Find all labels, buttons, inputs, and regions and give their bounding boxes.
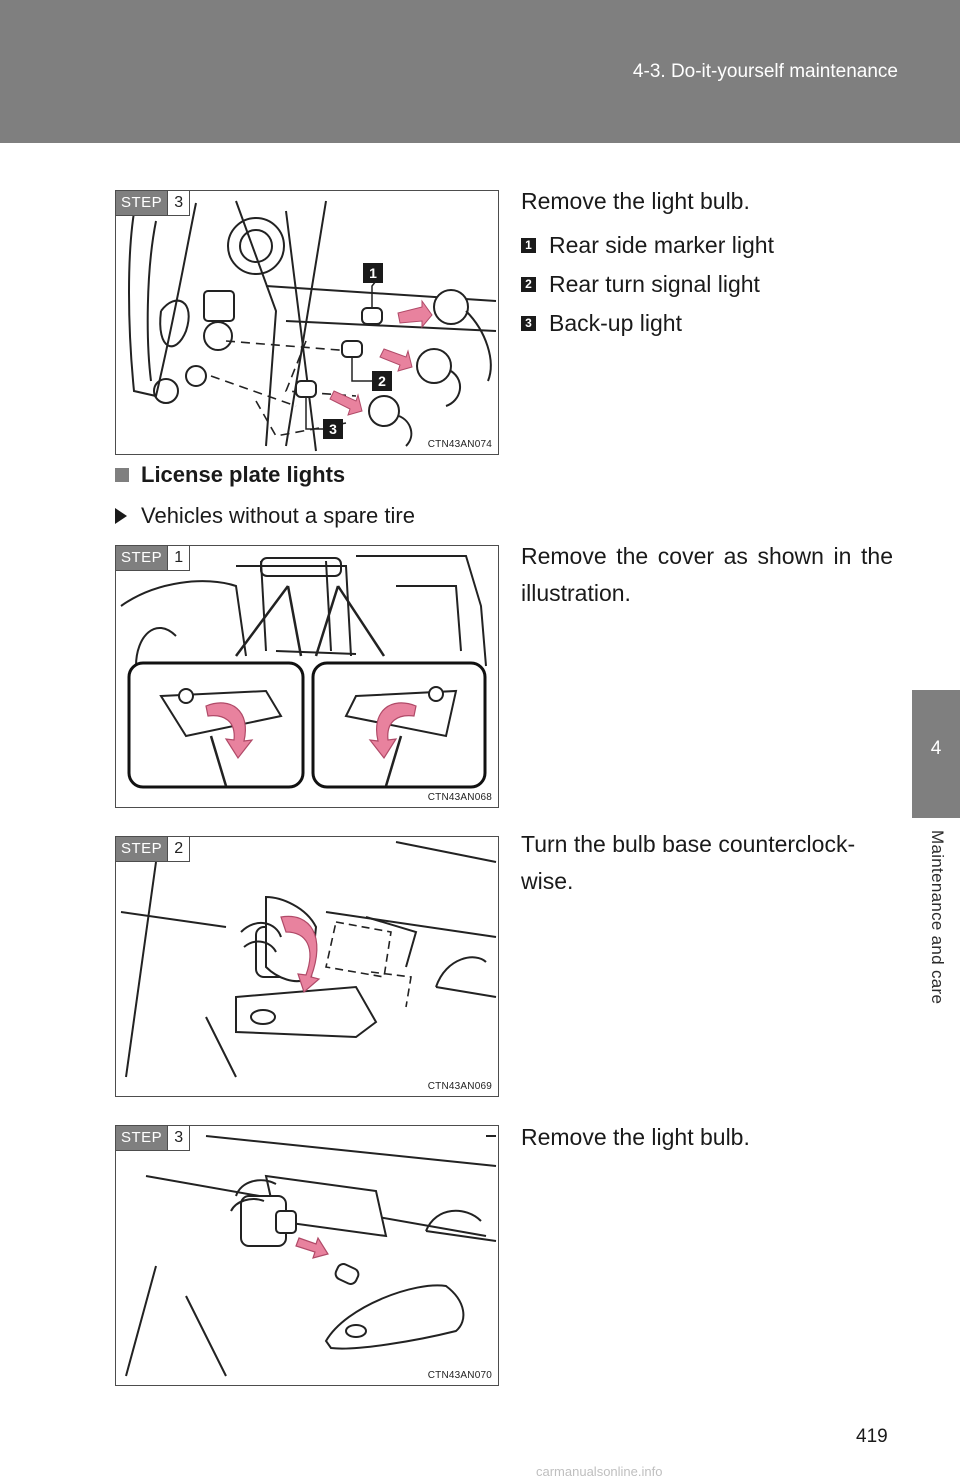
chapter-tab[interactable]: 4	[912, 690, 960, 818]
instruction-turn-base: Turn the bulb base counterclock-wise.	[521, 831, 856, 894]
instruction-remove-bulb-2: Remove the light bulb.	[521, 1124, 750, 1150]
legend-item: 1 Rear side marker light	[521, 232, 774, 259]
instruction-remove-bulb: Remove the light bulb.	[521, 188, 750, 214]
figure-rear-lights: 1 2 3 STEP 3 CTN43AN074	[115, 190, 499, 455]
figure-code: CTN43AN074	[427, 439, 492, 450]
step-label: STEP	[116, 1126, 168, 1150]
step-label: STEP	[116, 837, 168, 861]
step-number: 2	[167, 837, 190, 861]
step-number: 1	[167, 546, 190, 570]
callout-3-box	[323, 419, 343, 439]
step-badge: STEP 2	[116, 837, 191, 862]
legend-label: Back-up light	[549, 310, 682, 336]
subsection-title: Vehicles without a spare tire	[141, 503, 415, 528]
rear-lights-illustration: 1 2 3	[128, 200, 497, 452]
chapter-title: 4-3. Do-it-yourself maintenance	[632, 61, 898, 82]
step-number: 3	[167, 191, 190, 215]
subsection-heading: Vehicles without a spare tire	[115, 503, 415, 529]
figure-turn-bulb-base: STEP 2 CTN43AN069	[115, 836, 499, 1097]
instruction-remove-cover: Remove the cover as shown in the illustr…	[521, 543, 893, 606]
step-label: STEP	[116, 546, 168, 570]
figure-code: CTN43AN068	[427, 792, 492, 803]
callout-2: 2	[378, 373, 386, 389]
callout-2-box	[372, 371, 392, 391]
chapter-name: Maintenance and care	[928, 830, 947, 1005]
remove-cover-illustration	[120, 555, 487, 789]
callout-1-box	[363, 263, 383, 283]
step-badge: STEP 3	[116, 191, 191, 216]
section-heading: License plate lights	[115, 462, 345, 488]
figure-remove-cover: STEP 1 CTN43AN068	[115, 545, 499, 808]
remove-license-bulb-illustration	[125, 1135, 497, 1377]
step-label: STEP	[116, 191, 168, 215]
chapter-number: 4	[930, 738, 942, 759]
legend-label: Rear side marker light	[549, 232, 774, 258]
triangle-bullet-icon	[115, 508, 127, 524]
figure-code: CTN43AN070	[427, 1370, 492, 1381]
page-header: 4-3. Do-it-yourself maintenance	[0, 0, 960, 143]
step-badge: STEP 3	[116, 1126, 191, 1151]
callout-1: 1	[369, 265, 377, 281]
turn-bulb-base-illustration	[120, 841, 497, 1078]
legend-label: Rear turn signal light	[549, 271, 760, 297]
section-title: License plate lights	[141, 462, 346, 487]
page-number: 419	[856, 1426, 888, 1447]
figure-remove-license-bulb: STEP 3 CTN43AN070	[115, 1125, 499, 1386]
legend-number-2: 2	[521, 277, 536, 292]
step-number: 3	[167, 1126, 190, 1150]
figure-code: CTN43AN069	[427, 1081, 492, 1092]
chapter-side-label: Maintenance and care	[912, 830, 960, 1030]
legend-item: 2 Rear turn signal light	[521, 271, 760, 298]
step-badge: STEP 1	[116, 546, 191, 571]
legend-number-3: 3	[521, 316, 536, 331]
square-bullet-icon	[115, 468, 129, 482]
legend-number-1: 1	[521, 238, 536, 253]
watermark-footer: carmanualsonline.info	[536, 1464, 663, 1479]
legend-item: 3 Back-up light	[521, 310, 682, 337]
callout-3: 3	[329, 421, 337, 437]
